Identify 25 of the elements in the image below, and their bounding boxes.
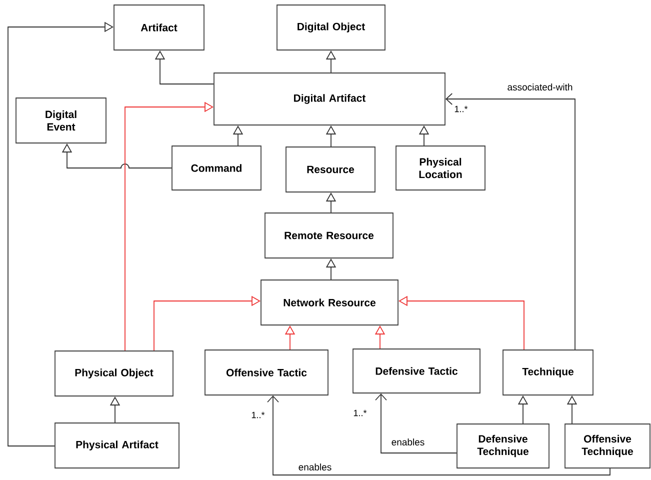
multiplicity-label: 1..* [252, 412, 265, 418]
class-box: Remote Resource [264, 212, 394, 258]
class-box: Command [172, 146, 262, 190]
association-arrow [267, 395, 610, 476]
class-box: Defensive Tactic [352, 348, 480, 394]
class-box: Physical Location [396, 146, 486, 190]
association-arrow [375, 393, 457, 454]
class-box: Offensive Technique [564, 424, 650, 468]
multiplicity-label: 1..* [454, 106, 468, 112]
class-box: Physical Artifact [54, 422, 180, 468]
multiplicity-label: 1..* [354, 410, 367, 416]
edge-label: enables [390, 438, 426, 446]
edge-label: associated-with [506, 82, 574, 92]
class-box: Digital Object [276, 4, 386, 50]
class-box: Defensive Technique [456, 424, 550, 468]
class-box: Resource [286, 146, 376, 192]
class-box: Artifact [114, 4, 204, 50]
class-box: Technique [502, 350, 594, 396]
class-box: Offensive Tactic [204, 350, 328, 396]
class-box: Network Resource [260, 280, 398, 326]
class-box: Physical Object [54, 350, 174, 396]
class-box: Digital Artifact [214, 72, 446, 126]
edge-label: enables [297, 462, 333, 472]
association-arrow [445, 93, 576, 350]
class-box: Digital Event [16, 98, 106, 144]
